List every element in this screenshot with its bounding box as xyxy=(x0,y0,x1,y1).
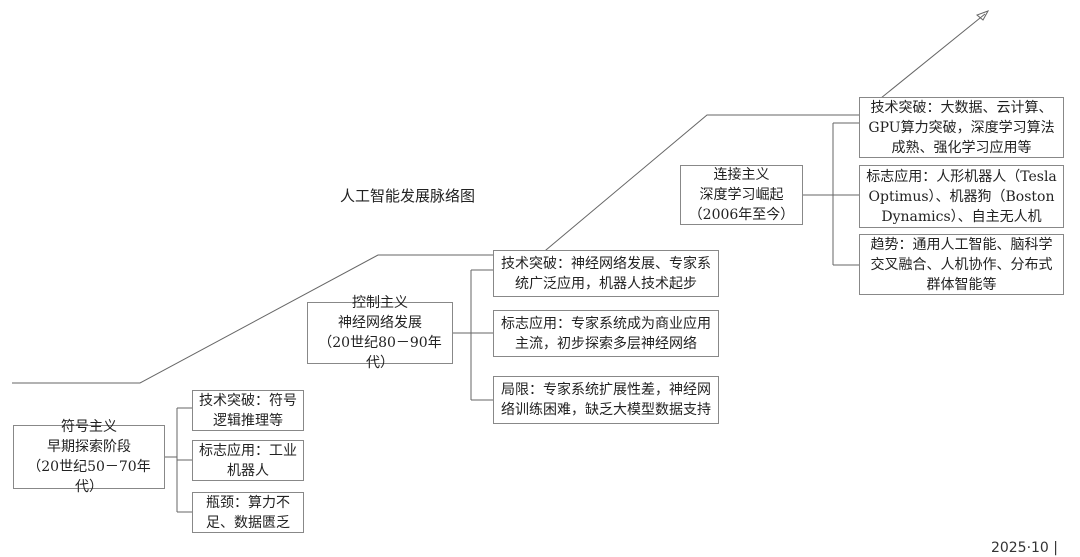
stage-3-box: 连接主义 深度学习崛起 （2006年至今） xyxy=(680,165,803,225)
footer-date: 2025·10 | xyxy=(990,540,1058,556)
stage-3-trend: 趋势：通用人工智能、脑科学交叉融合、人机协作、分布式群体智能等 xyxy=(859,234,1064,295)
stage-2-limitation: 局限：专家系统扩展性差，神经网络训练困难，缺乏大模型数据支持 xyxy=(493,376,719,424)
stage-1-breakthrough: 技术突破：符号逻辑推理等 xyxy=(192,390,304,431)
stage-2-breakthrough: 技术突破：神经网络发展、专家系统广泛应用，机器人技术起步 xyxy=(493,250,719,297)
stage-2-box: 控制主义 神经网络发展 （20世纪80－90年代） xyxy=(307,295,453,371)
bracket-stage-2 xyxy=(453,269,493,401)
stage-1-box: 符号主义 早期探索阶段 （20世纪50－70年代） xyxy=(13,419,165,495)
bracket-stage-1 xyxy=(165,407,192,513)
stage-1-bottleneck: 瓶颈：算力不足、数据匮乏 xyxy=(192,492,304,533)
stage-1-application: 标志应用：工业机器人 xyxy=(192,440,304,481)
stage-3-application: 标志应用：人形机器人（Tesla Optimus）、机器狗（Boston Dyn… xyxy=(859,165,1064,228)
arrowhead-icon xyxy=(976,10,990,21)
diagram-title: 人工智能发展脉络图 xyxy=(340,187,476,205)
stage-3-breakthrough: 技术突破：大数据、云计算、GPU算力突破，深度学习算法成熟、强化学习应用等 xyxy=(859,97,1064,158)
bracket-stage-3 xyxy=(803,122,859,266)
stage-2-application: 标志应用：专家系统成为商业应用主流，初步探索多层神经网络 xyxy=(493,310,719,357)
